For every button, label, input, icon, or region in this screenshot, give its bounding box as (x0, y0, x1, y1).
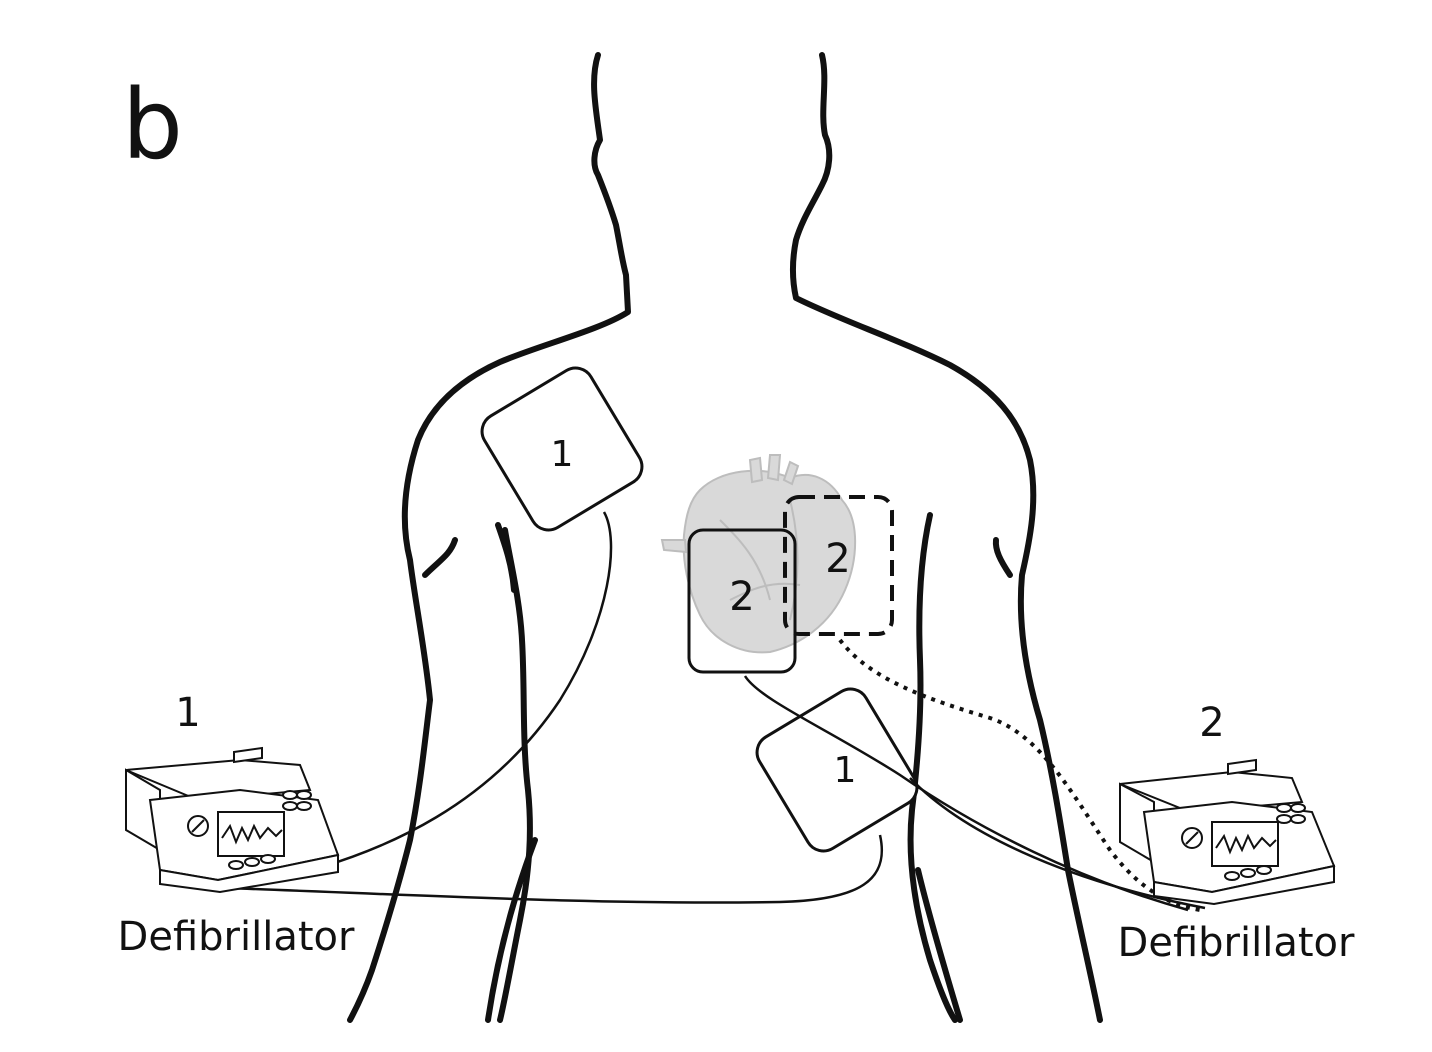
svg-text:1: 1 (551, 434, 574, 475)
pad-config1-upper: 1 (480, 366, 644, 532)
defibrillator-left-icon (125, 746, 340, 894)
defibrillator-right-icon (1119, 758, 1336, 906)
defibrillator-right-number: 2 (1199, 700, 1224, 746)
heart-illustration (660, 454, 857, 654)
pad-config2-back: 2 (783, 495, 894, 636)
defibrillator-right-caption: Defibrillator (1118, 920, 1355, 966)
svg-text:2: 2 (825, 536, 850, 582)
defibrillator-left-caption: Defibrillator (118, 914, 355, 960)
svg-text:1: 1 (834, 750, 857, 791)
panel-label: b (122, 69, 183, 181)
pad-config2-front: 2 (687, 528, 797, 674)
svg-text:2: 2 (729, 574, 754, 620)
cables (225, 511, 1206, 912)
defibrillator-left-number: 1 (175, 690, 200, 736)
pad-config1-lower: 1 (755, 687, 919, 853)
